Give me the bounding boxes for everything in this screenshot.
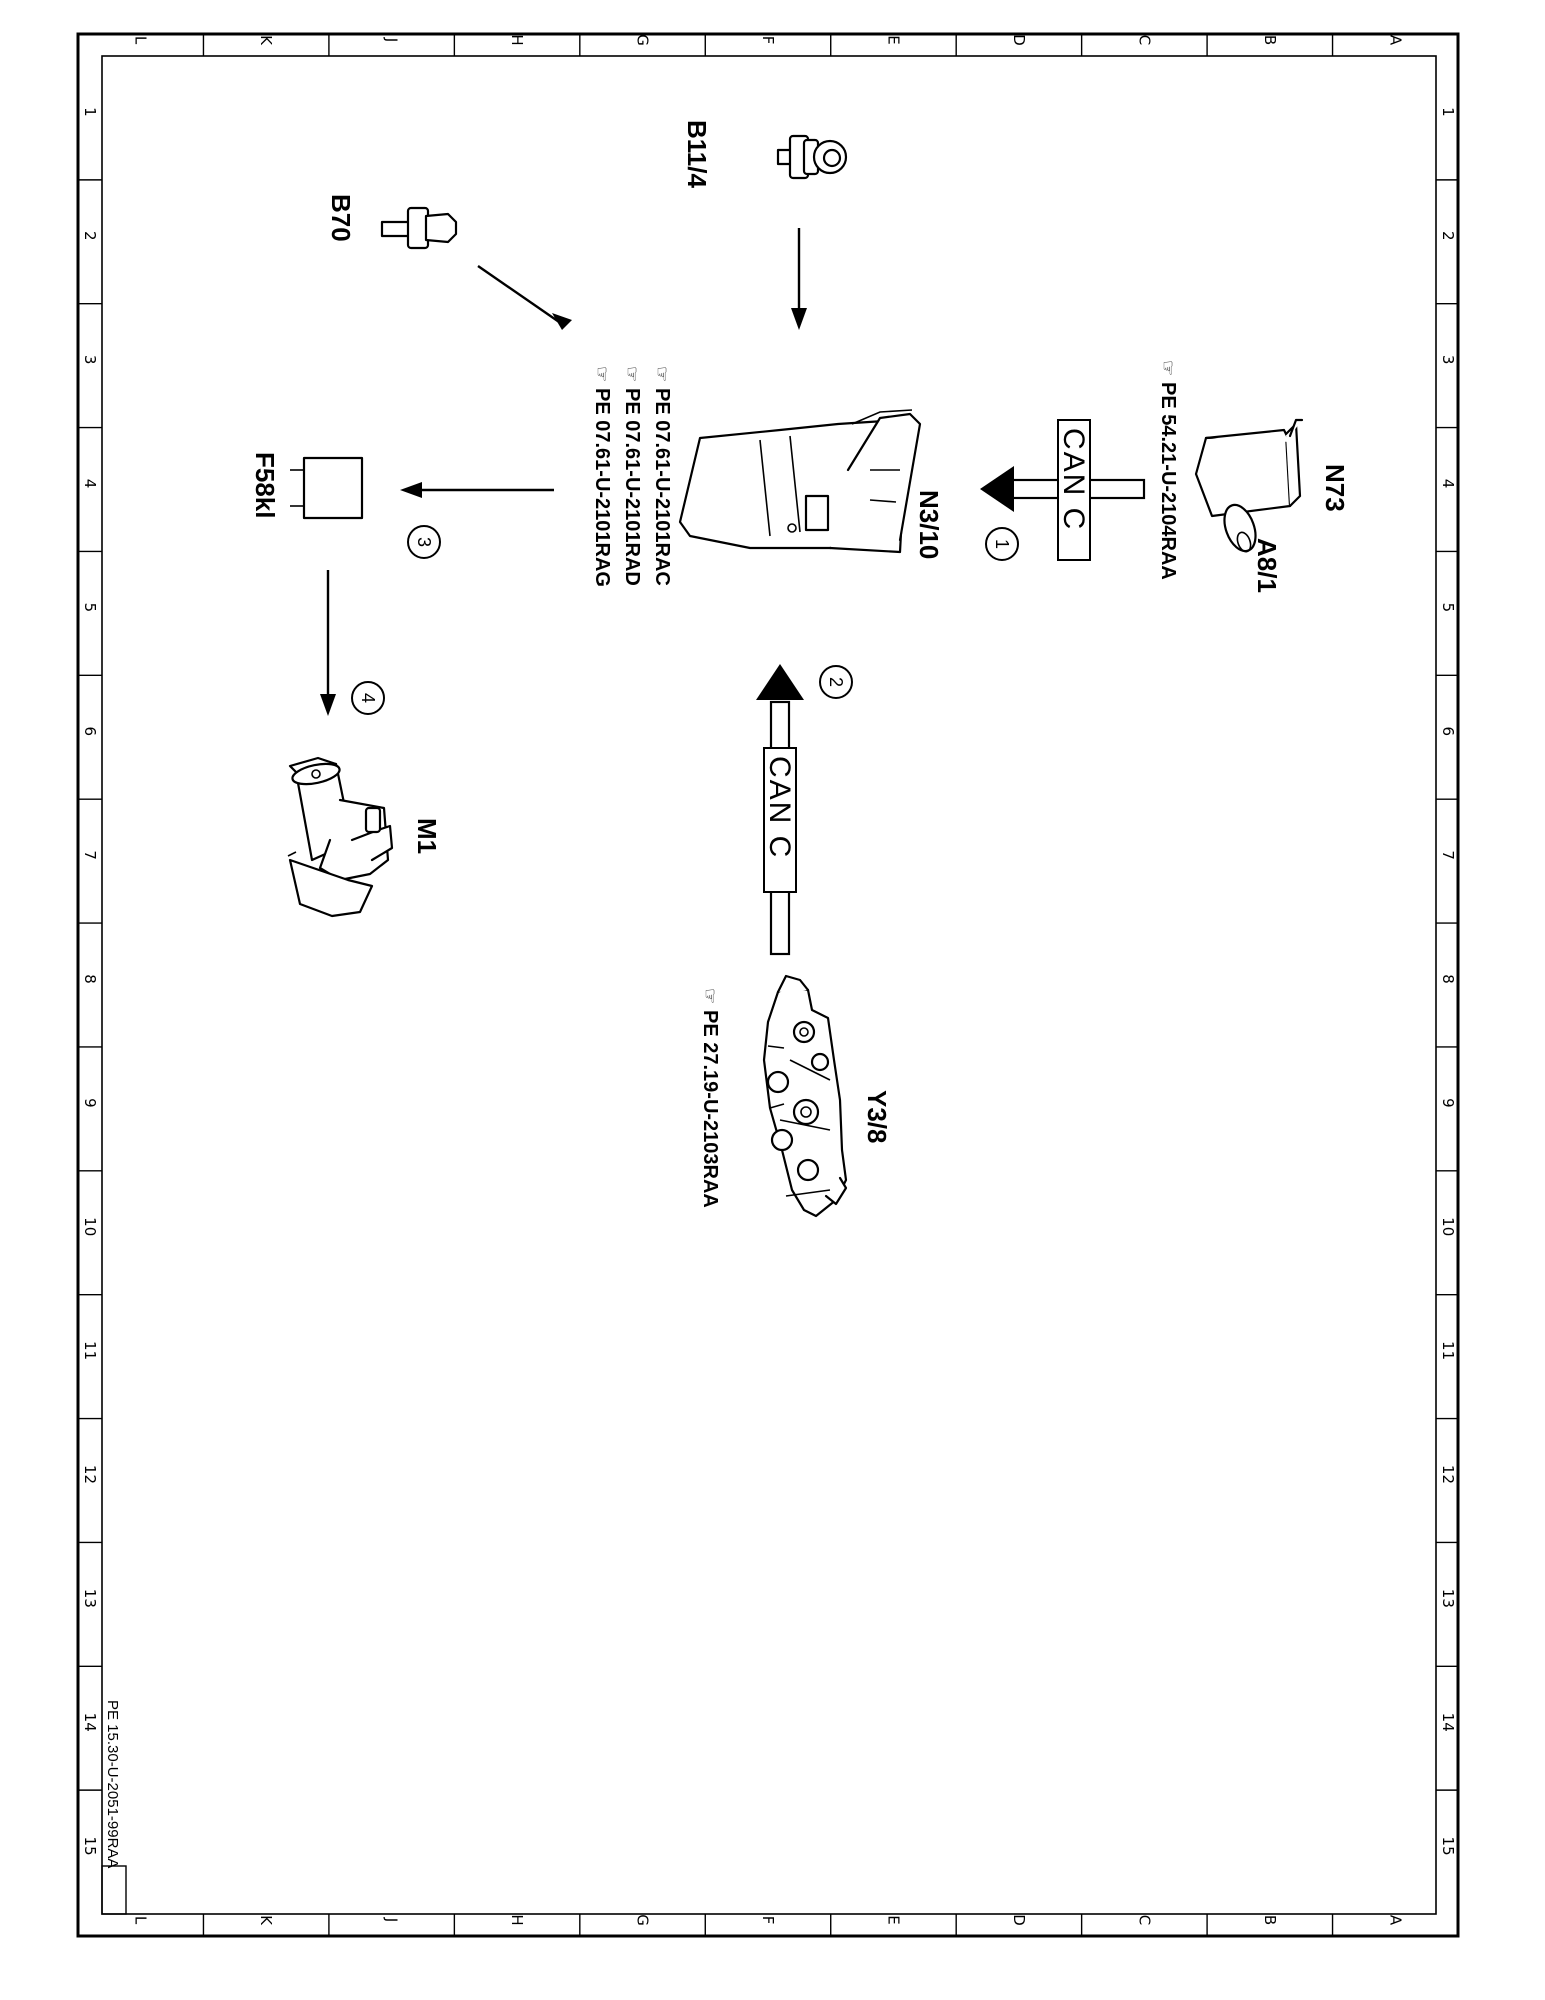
f58kl-label: F58kl <box>250 452 280 519</box>
ref-n3-10-c-text: PE 07.61-U-2101RAG <box>591 388 613 587</box>
grid-number-left: 8 <box>81 974 99 984</box>
can-c-bottom-label: CAN C <box>763 756 796 859</box>
m1-starter-motor-icon <box>287 756 394 918</box>
grid-letter-bottom: J <box>383 1917 401 1922</box>
drawing-frame <box>76 32 1460 1938</box>
grid-letter-top: C <box>1135 35 1153 45</box>
step-3-number: 3 <box>414 537 434 547</box>
ref-n3-10-b-text: PE 07.61-U-2101RAD <box>621 388 643 586</box>
ref-y3-8-text: PE 27.19-U-2103RAA <box>699 1010 721 1208</box>
step-4-number: 4 <box>358 693 378 703</box>
a8-1-label: A8/1 <box>1252 538 1282 593</box>
hand-pointer-icon: ☞ <box>1158 360 1178 376</box>
grid-number-left: 4 <box>81 479 99 489</box>
grid-letter-bottom: F <box>759 1916 777 1925</box>
grid-number-right: 12 <box>1439 1465 1457 1484</box>
n73-ignition-switch-icon <box>1194 418 1304 553</box>
grid-letter-top: H <box>508 34 526 45</box>
grid-number-left: 5 <box>81 603 99 613</box>
reference-y3-8: ☞ PE 27.19-U-2103RAA <box>699 988 721 1208</box>
f58kl-relay-icon <box>290 456 364 520</box>
grid-number-right: 6 <box>1439 726 1457 736</box>
hand-pointer-icon: ☞ <box>592 366 612 382</box>
signal-arrows <box>320 228 807 716</box>
grid-number-right: 3 <box>1439 355 1457 365</box>
grid-letter-bottom: H <box>508 1914 526 1925</box>
grid-letter-bottom: G <box>634 1914 652 1926</box>
grid-letter-top: D <box>1010 34 1028 46</box>
grid-letter-bottom: D <box>1010 1914 1028 1926</box>
grid-number-right: 8 <box>1439 974 1457 984</box>
n3-10-label: N3/10 <box>914 490 944 559</box>
step-markers <box>351 525 1019 715</box>
grid-number-left: 15 <box>81 1837 99 1856</box>
b70-sensor-icon <box>380 206 458 250</box>
grid-number-left: 12 <box>81 1465 99 1484</box>
grid-letter-top: G <box>634 34 652 46</box>
grid-number-right: 13 <box>1439 1589 1457 1608</box>
drawing-footer-code: PE 15.30-U-2051-99RAA <box>104 1700 121 1868</box>
hand-pointer-icon: ☞ <box>700 988 720 1004</box>
grid-number-right: 1 <box>1439 107 1457 117</box>
grid-number-right: 5 <box>1439 603 1457 613</box>
hand-pointer-icon: ☞ <box>652 366 672 382</box>
n73-label: N73 <box>1320 464 1350 512</box>
grid-number-right: 11 <box>1439 1341 1457 1360</box>
grid-letter-top: E <box>884 35 902 44</box>
grid-letter-top: L <box>132 36 150 45</box>
grid-number-right: 14 <box>1439 1713 1457 1732</box>
grid-number-right: 15 <box>1439 1837 1457 1856</box>
grid-number-left: 9 <box>81 1098 99 1108</box>
grid-letter-top: F <box>759 36 777 45</box>
y3-8-valve-body-icon <box>762 974 848 1218</box>
grid-number-left: 2 <box>81 231 99 241</box>
grid-number-left: 10 <box>81 1217 99 1236</box>
ref-n3-10-a-text: PE 07.61-U-2101RAC <box>651 388 673 586</box>
y3-8-label: Y3/8 <box>862 1090 892 1144</box>
can-bus-bottom <box>756 664 804 956</box>
grid-letter-bottom: B <box>1261 1915 1279 1925</box>
hand-pointer-icon: ☞ <box>622 366 642 382</box>
ref-n73-text: PE 54.21-U-2104RAA <box>1157 382 1179 580</box>
grid-letter-top: K <box>257 35 275 46</box>
grid-letter-top: J <box>383 37 401 42</box>
grid-number-right: 2 <box>1439 231 1457 241</box>
grid-number-left: 6 <box>81 726 99 736</box>
can-c-top-label: CAN C <box>1057 428 1090 531</box>
grid-number-right: 7 <box>1439 850 1457 860</box>
grid-number-left: 14 <box>81 1713 99 1732</box>
grid-number-right: 10 <box>1439 1217 1457 1236</box>
grid-number-right: 9 <box>1439 1098 1457 1108</box>
n3-10-control-unit-icon <box>678 409 922 554</box>
b70-label: B70 <box>326 194 356 242</box>
grid-letter-bottom: C <box>1135 1915 1153 1925</box>
grid-number-left: 13 <box>81 1589 99 1608</box>
b11-4-sensor-icon <box>776 134 848 180</box>
grid-number-right: 4 <box>1439 479 1457 489</box>
reference-n3-10: ☞ PE 07.61-U-2101RAC ☞ PE 07.61-U-2101RA… <box>591 366 673 587</box>
grid-letter-top: B <box>1261 35 1279 45</box>
grid-letter-bottom: E <box>884 1915 902 1924</box>
grid-letter-top: A <box>1386 35 1404 46</box>
step-2-number: 2 <box>826 677 846 687</box>
reference-n73: ☞ PE 54.21-U-2104RAA <box>1157 360 1179 580</box>
can-bus-top <box>980 419 1146 561</box>
m1-label: M1 <box>412 818 442 854</box>
grid-number-left: 3 <box>81 355 99 365</box>
grid-letter-bottom: L <box>132 1916 150 1925</box>
grid-number-left: 11 <box>81 1341 99 1360</box>
grid-letter-bottom: A <box>1386 1915 1404 1926</box>
grid-number-left: 1 <box>81 107 99 117</box>
step-1-number: 1 <box>992 539 1012 549</box>
b11-4-label: B11/4 <box>682 120 712 188</box>
grid-number-left: 7 <box>81 850 99 860</box>
grid-letter-bottom: K <box>257 1915 275 1926</box>
